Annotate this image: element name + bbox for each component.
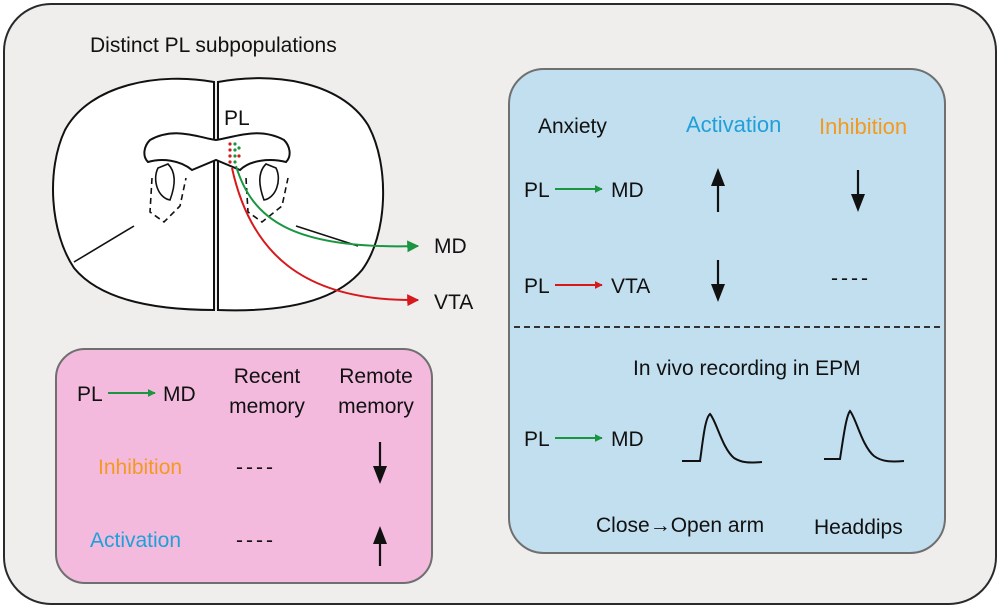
projection-vta xyxy=(231,167,420,307)
trace1-label: Close→Open arm xyxy=(596,514,765,537)
col-remote-memory-line2: memory xyxy=(338,395,414,418)
rec-to: MD xyxy=(611,428,644,451)
md-activation-up-arrow xyxy=(711,168,725,212)
trace-headdips xyxy=(824,409,905,463)
row-inhibition-label: Inhibition xyxy=(98,456,183,479)
trace-close-open xyxy=(682,412,763,464)
memory-panel xyxy=(55,348,433,584)
memory-pathway-from: PL xyxy=(77,383,103,406)
md-inhibition-down-arrow xyxy=(851,170,865,212)
row-inhibition-recent: ---- xyxy=(236,456,276,479)
pl-region-label: PL xyxy=(224,107,250,130)
rec-from: PL xyxy=(524,428,550,451)
remote-activation-up-arrow xyxy=(373,526,387,566)
row-activation-label: Activation xyxy=(90,529,182,552)
anx-row1-from: PL xyxy=(524,179,550,202)
target-md-label: MD xyxy=(434,235,467,258)
memory-pathway-to: MD xyxy=(163,383,196,406)
col-remote-memory-line1: Remote xyxy=(339,365,413,388)
col-recent-memory-line1: Recent xyxy=(233,365,301,388)
anx-row2-inhibition: ---- xyxy=(831,267,871,290)
pl-neuron-dots xyxy=(228,142,241,164)
trace2-label: Headdips xyxy=(814,516,903,539)
row-activation-recent: ---- xyxy=(236,529,276,552)
vta-activation-down-arrow xyxy=(711,260,725,302)
corpus-callosum xyxy=(143,132,291,172)
remote-inhibition-down-arrow xyxy=(373,442,387,484)
col-activation: Activation xyxy=(686,112,782,137)
anxiety-heading: Anxiety xyxy=(538,115,607,138)
anx-row2-from: PL xyxy=(524,275,550,298)
col-recent-memory-line2: memory xyxy=(229,395,305,418)
projection-md xyxy=(235,165,420,253)
anx-row1-to: MD xyxy=(611,179,644,202)
figure-title: Distinct PL subpopulations xyxy=(90,34,337,57)
anx-row2-to: VTA xyxy=(611,275,651,298)
panel-divider xyxy=(514,326,940,328)
target-vta-label: VTA xyxy=(434,291,474,314)
col-inhibition: Inhibition xyxy=(819,114,908,139)
anxiety-panel xyxy=(508,68,946,554)
recording-title: In vivo recording in EPM xyxy=(633,357,861,380)
